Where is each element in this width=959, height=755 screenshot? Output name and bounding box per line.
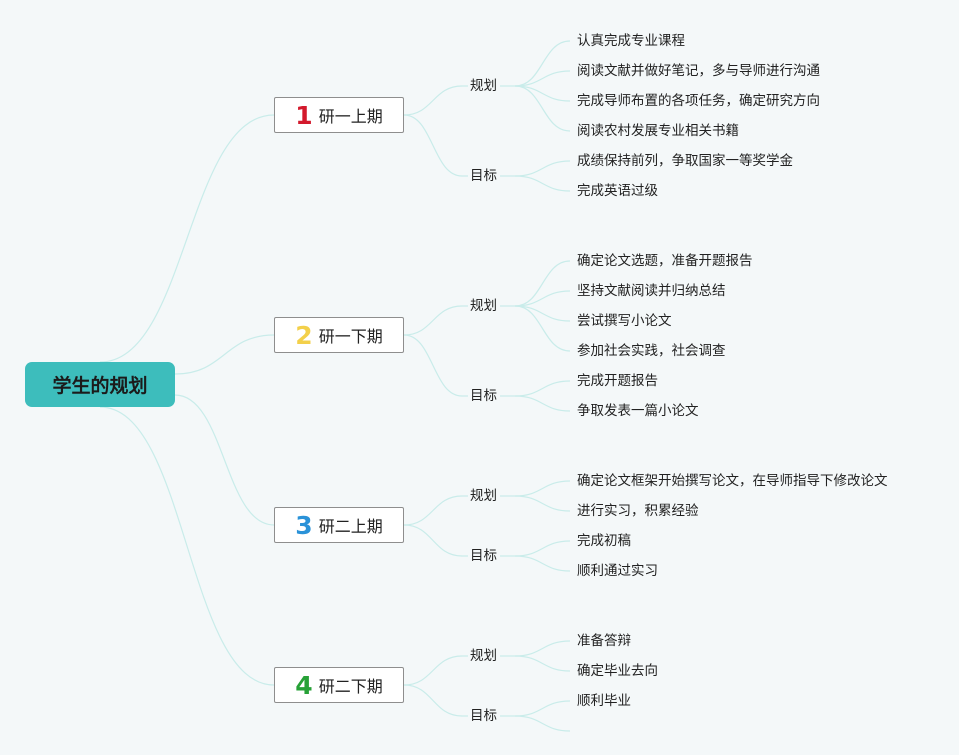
number-3-icon: 3 — [295, 510, 313, 540]
number-1-icon: 1 — [295, 100, 313, 130]
leaf-item[interactable]: 顺利通过实习 — [577, 563, 658, 579]
leaf-item[interactable]: 顺利毕业 — [577, 693, 631, 709]
leaf-item[interactable]: 确定毕业去向 — [577, 663, 658, 679]
connector-line — [514, 70, 571, 87]
connector-line — [514, 260, 571, 307]
period-title: 研二上期 — [318, 517, 383, 536]
period-node-2[interactable]: 2 研一下期 — [274, 317, 404, 353]
connector-line — [403, 524, 463, 557]
connector-line — [403, 655, 463, 686]
period-node-3[interactable]: 3 研二上期 — [274, 507, 404, 543]
connector-line — [514, 540, 571, 557]
period-title: 研一下期 — [318, 327, 383, 346]
leaf-item[interactable]: 完成导师布置的各项任务，确定研究方向 — [577, 93, 820, 109]
branch-plan[interactable]: 规划 — [470, 488, 497, 504]
branch-goal[interactable]: 目标 — [470, 708, 497, 724]
number-4-icon: 4 — [295, 670, 313, 700]
leaf-item[interactable]: 成绩保持前列，争取国家一等奖学金 — [577, 153, 793, 169]
leaf-item[interactable]: 完成初稿 — [577, 533, 631, 549]
connector-line — [174, 394, 275, 526]
leaf-item[interactable]: 阅读农村发展专业相关书籍 — [577, 123, 739, 139]
connector-line — [514, 555, 571, 572]
leaf-item[interactable]: 参加社会实践，社会调查 — [577, 343, 726, 359]
leaf-item[interactable]: 坚持文献阅读并归纳总结 — [577, 283, 726, 299]
branch-goal[interactable]: 目标 — [470, 168, 497, 184]
root-label: 学生的规划 — [52, 375, 148, 397]
connector-line — [514, 655, 571, 672]
branch-plan[interactable]: 规划 — [470, 78, 497, 94]
leaf-item[interactable]: 完成开题报告 — [577, 373, 658, 389]
connector-line — [514, 640, 571, 657]
connector-line — [514, 160, 571, 177]
connector-line — [403, 495, 463, 526]
connector-line — [514, 395, 571, 412]
connector-line — [514, 380, 571, 397]
leaf-item[interactable]: 确定论文框架开始撰写论文，在导师指导下修改论文 — [577, 473, 888, 489]
leaf-item[interactable]: 尝试撰写小论文 — [577, 313, 672, 329]
connector-line — [403, 114, 463, 177]
period-node-1[interactable]: 1 研一上期 — [274, 97, 404, 133]
period-title: 研一上期 — [318, 107, 383, 126]
connector-line — [514, 85, 571, 132]
connector-line — [514, 700, 571, 717]
number-2-icon: 2 — [295, 320, 313, 350]
branch-goal[interactable]: 目标 — [470, 388, 497, 404]
connector-line — [514, 175, 571, 192]
connector-line — [514, 480, 571, 497]
connector-line — [99, 114, 275, 363]
connector-line — [403, 305, 463, 336]
connector-line — [514, 85, 571, 102]
leaf-item[interactable]: 进行实习，积累经验 — [577, 503, 699, 519]
connector-line — [514, 495, 571, 512]
connector-line — [514, 305, 571, 322]
period-node-4[interactable]: 4 研二下期 — [274, 667, 404, 703]
root-node[interactable]: 学生的规划 — [25, 362, 175, 407]
connector-line — [514, 40, 571, 87]
connector-line — [403, 334, 463, 397]
branch-goal[interactable]: 目标 — [470, 548, 497, 564]
leaf-item[interactable]: 争取发表一篇小论文 — [577, 403, 699, 419]
leaf-item[interactable]: 认真完成专业课程 — [577, 33, 685, 49]
connector-line — [174, 334, 275, 375]
leaf-item[interactable]: 准备答辩 — [577, 633, 631, 649]
connector-line — [99, 406, 275, 686]
leaf-item[interactable]: 确定论文选题，准备开题报告 — [577, 253, 753, 269]
branch-plan[interactable]: 规划 — [470, 648, 497, 664]
period-title: 研二下期 — [318, 677, 383, 696]
connector-line — [514, 715, 571, 732]
connector-line — [514, 290, 571, 307]
leaf-item[interactable]: 阅读文献并做好笔记，多与导师进行沟通 — [577, 63, 820, 79]
connector-line — [403, 85, 463, 116]
connector-line — [514, 305, 571, 352]
leaf-item[interactable]: 完成英语过级 — [577, 183, 658, 199]
branch-plan[interactable]: 规划 — [470, 298, 497, 314]
connector-line — [403, 684, 463, 717]
